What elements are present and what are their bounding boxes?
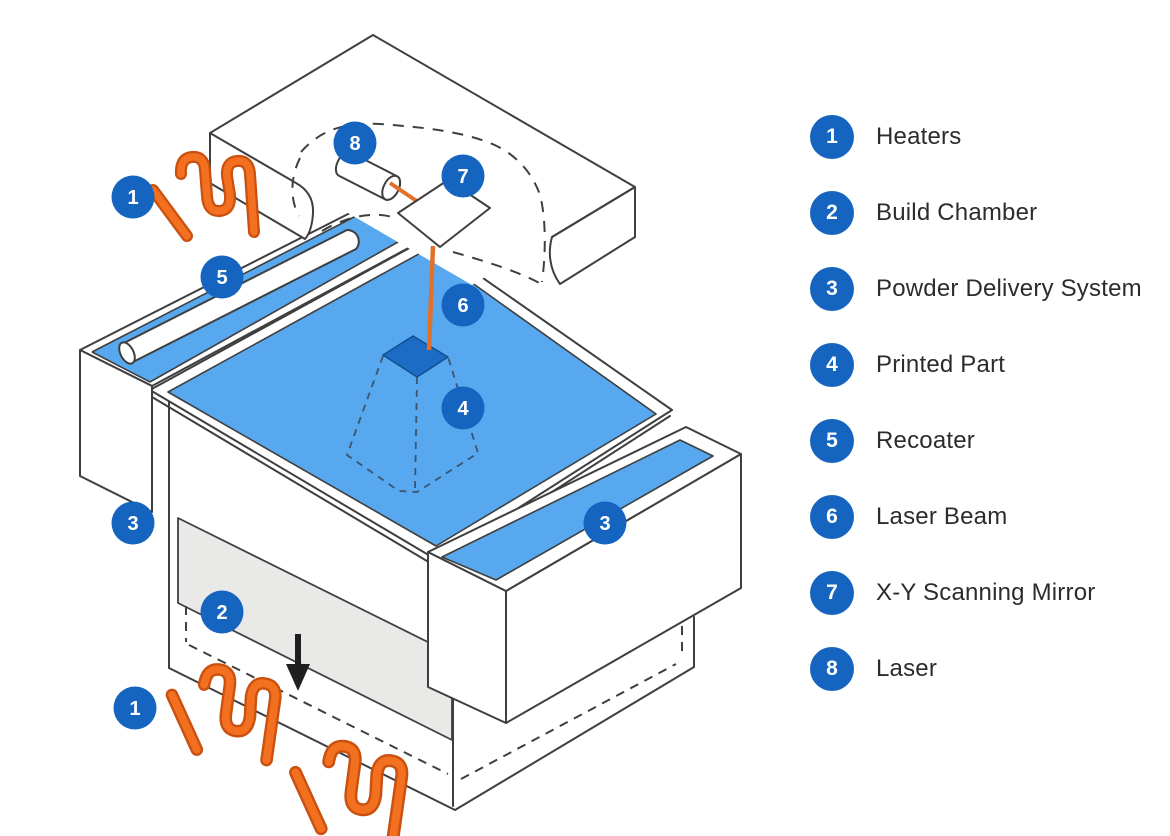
svg-text:3: 3 [127,513,138,535]
svg-text:6: 6 [457,295,468,317]
callout-badge-7: 7 [441,154,485,198]
legend-item-label: Powder Delivery System [876,275,1142,302]
legend-number-badge: 3 [810,267,854,311]
legend-item-label: Build Chamber [876,199,1038,226]
legend-number-badge: 8 [810,647,854,691]
callout-badge-2: 2 [200,590,244,634]
svg-text:7: 7 [457,166,468,188]
legend-item-label: Laser Beam [876,503,1008,530]
callout-badge-3: 3 [583,501,627,545]
powder-bed [167,249,657,547]
piston-down-arrow [286,634,310,691]
printed-part [382,335,449,378]
callout-badge-8: 8 [333,121,377,165]
cutaway-opening-outline [291,122,546,285]
legend-number-badge: 7 [810,571,854,615]
legend-number-badge: 5 [810,419,854,463]
legend-item-powder-delivery-system: 3 Powder Delivery System [810,251,1142,327]
laser-beam-line [426,245,436,351]
svg-text:1: 1 [127,187,138,209]
legend-item-label: Recoater [876,427,975,454]
legend: 1 Heaters 2 Build Chamber 3 Powder Deliv… [810,99,1142,707]
legend-number-badge: 1 [810,115,854,159]
callout-badge-4: 4 [441,386,485,430]
legend-item-laser-beam: 6 Laser Beam [810,479,1142,555]
sls-printer-diagram: 1 8 7 5 6 4 3 3 2 1 [79,34,742,836]
legend-item-recoater: 5 Recoater [810,403,1142,479]
legend-item-heaters: 1 Heaters [810,99,1142,175]
legend-number-badge: 2 [810,191,854,235]
hidden-edges-base [185,606,683,780]
svg-text:5: 5 [216,267,227,289]
svg-text:4: 4 [457,398,469,420]
callout-badge-1: 1 [111,175,155,219]
svg-text:1: 1 [129,698,140,720]
callout-badge-3: 3 [111,501,155,545]
legend-item-label: Printed Part [876,351,1006,378]
legend-item-label: X-Y Scanning Mirror [876,579,1096,606]
legend-number-badge: 6 [810,495,854,539]
powder-delivery-left [79,212,415,513]
legend-number-badge: 4 [810,343,854,387]
powder-delivery-right [427,426,742,724]
legend-item-build-chamber: 2 Build Chamber [810,175,1142,251]
callout-badge-5: 5 [200,255,244,299]
powder-bed-surface [149,239,673,568]
callout-badges: 1 8 7 5 6 4 3 3 2 1 [111,121,627,730]
svg-text:2: 2 [216,602,227,624]
printed-part-hidden-outline [345,355,480,493]
legend-item-laser: 8 Laser [810,631,1142,707]
legend-item-printed-part: 4 Printed Part [810,327,1142,403]
callout-badge-1: 1 [113,686,157,730]
powder-tray-right [441,439,714,581]
callout-badge-6: 6 [441,283,485,327]
svg-text:8: 8 [349,133,360,155]
legend-item-x-y-scanning-mirror: 7 X-Y Scanning Mirror [810,555,1142,631]
legend-item-label: Laser [876,655,938,682]
svg-text:3: 3 [599,513,610,535]
recoater-roller [118,228,360,365]
top-cover [209,34,636,285]
legend-item-label: Heaters [876,123,962,150]
